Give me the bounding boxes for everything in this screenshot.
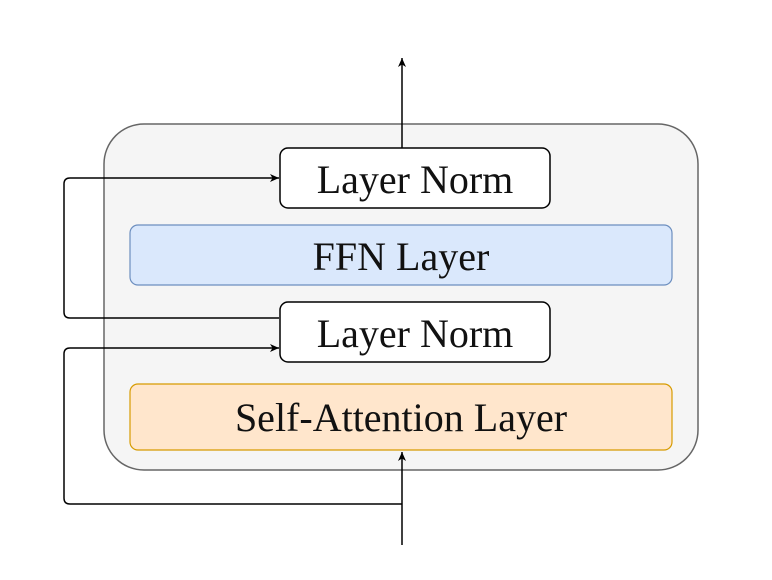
residual-connection-ffn	[63, 174, 279, 319]
self-attention-layer-label: Self-Attention Layer	[235, 395, 567, 440]
self-attention-layer-box: Self-Attention Layer	[129, 383, 673, 451]
top-layer-norm-label: Layer Norm	[317, 157, 514, 202]
residual-connection-attention	[63, 344, 402, 505]
top-layer-norm-box: Layer Norm	[279, 147, 551, 209]
ffn-layer-label: FFN Layer	[313, 234, 490, 279]
bottom-layer-norm-box: Layer Norm	[279, 301, 551, 363]
bottom-layer-norm-label: Layer Norm	[317, 311, 514, 356]
ffn-layer-box: FFN Layer	[129, 224, 673, 286]
